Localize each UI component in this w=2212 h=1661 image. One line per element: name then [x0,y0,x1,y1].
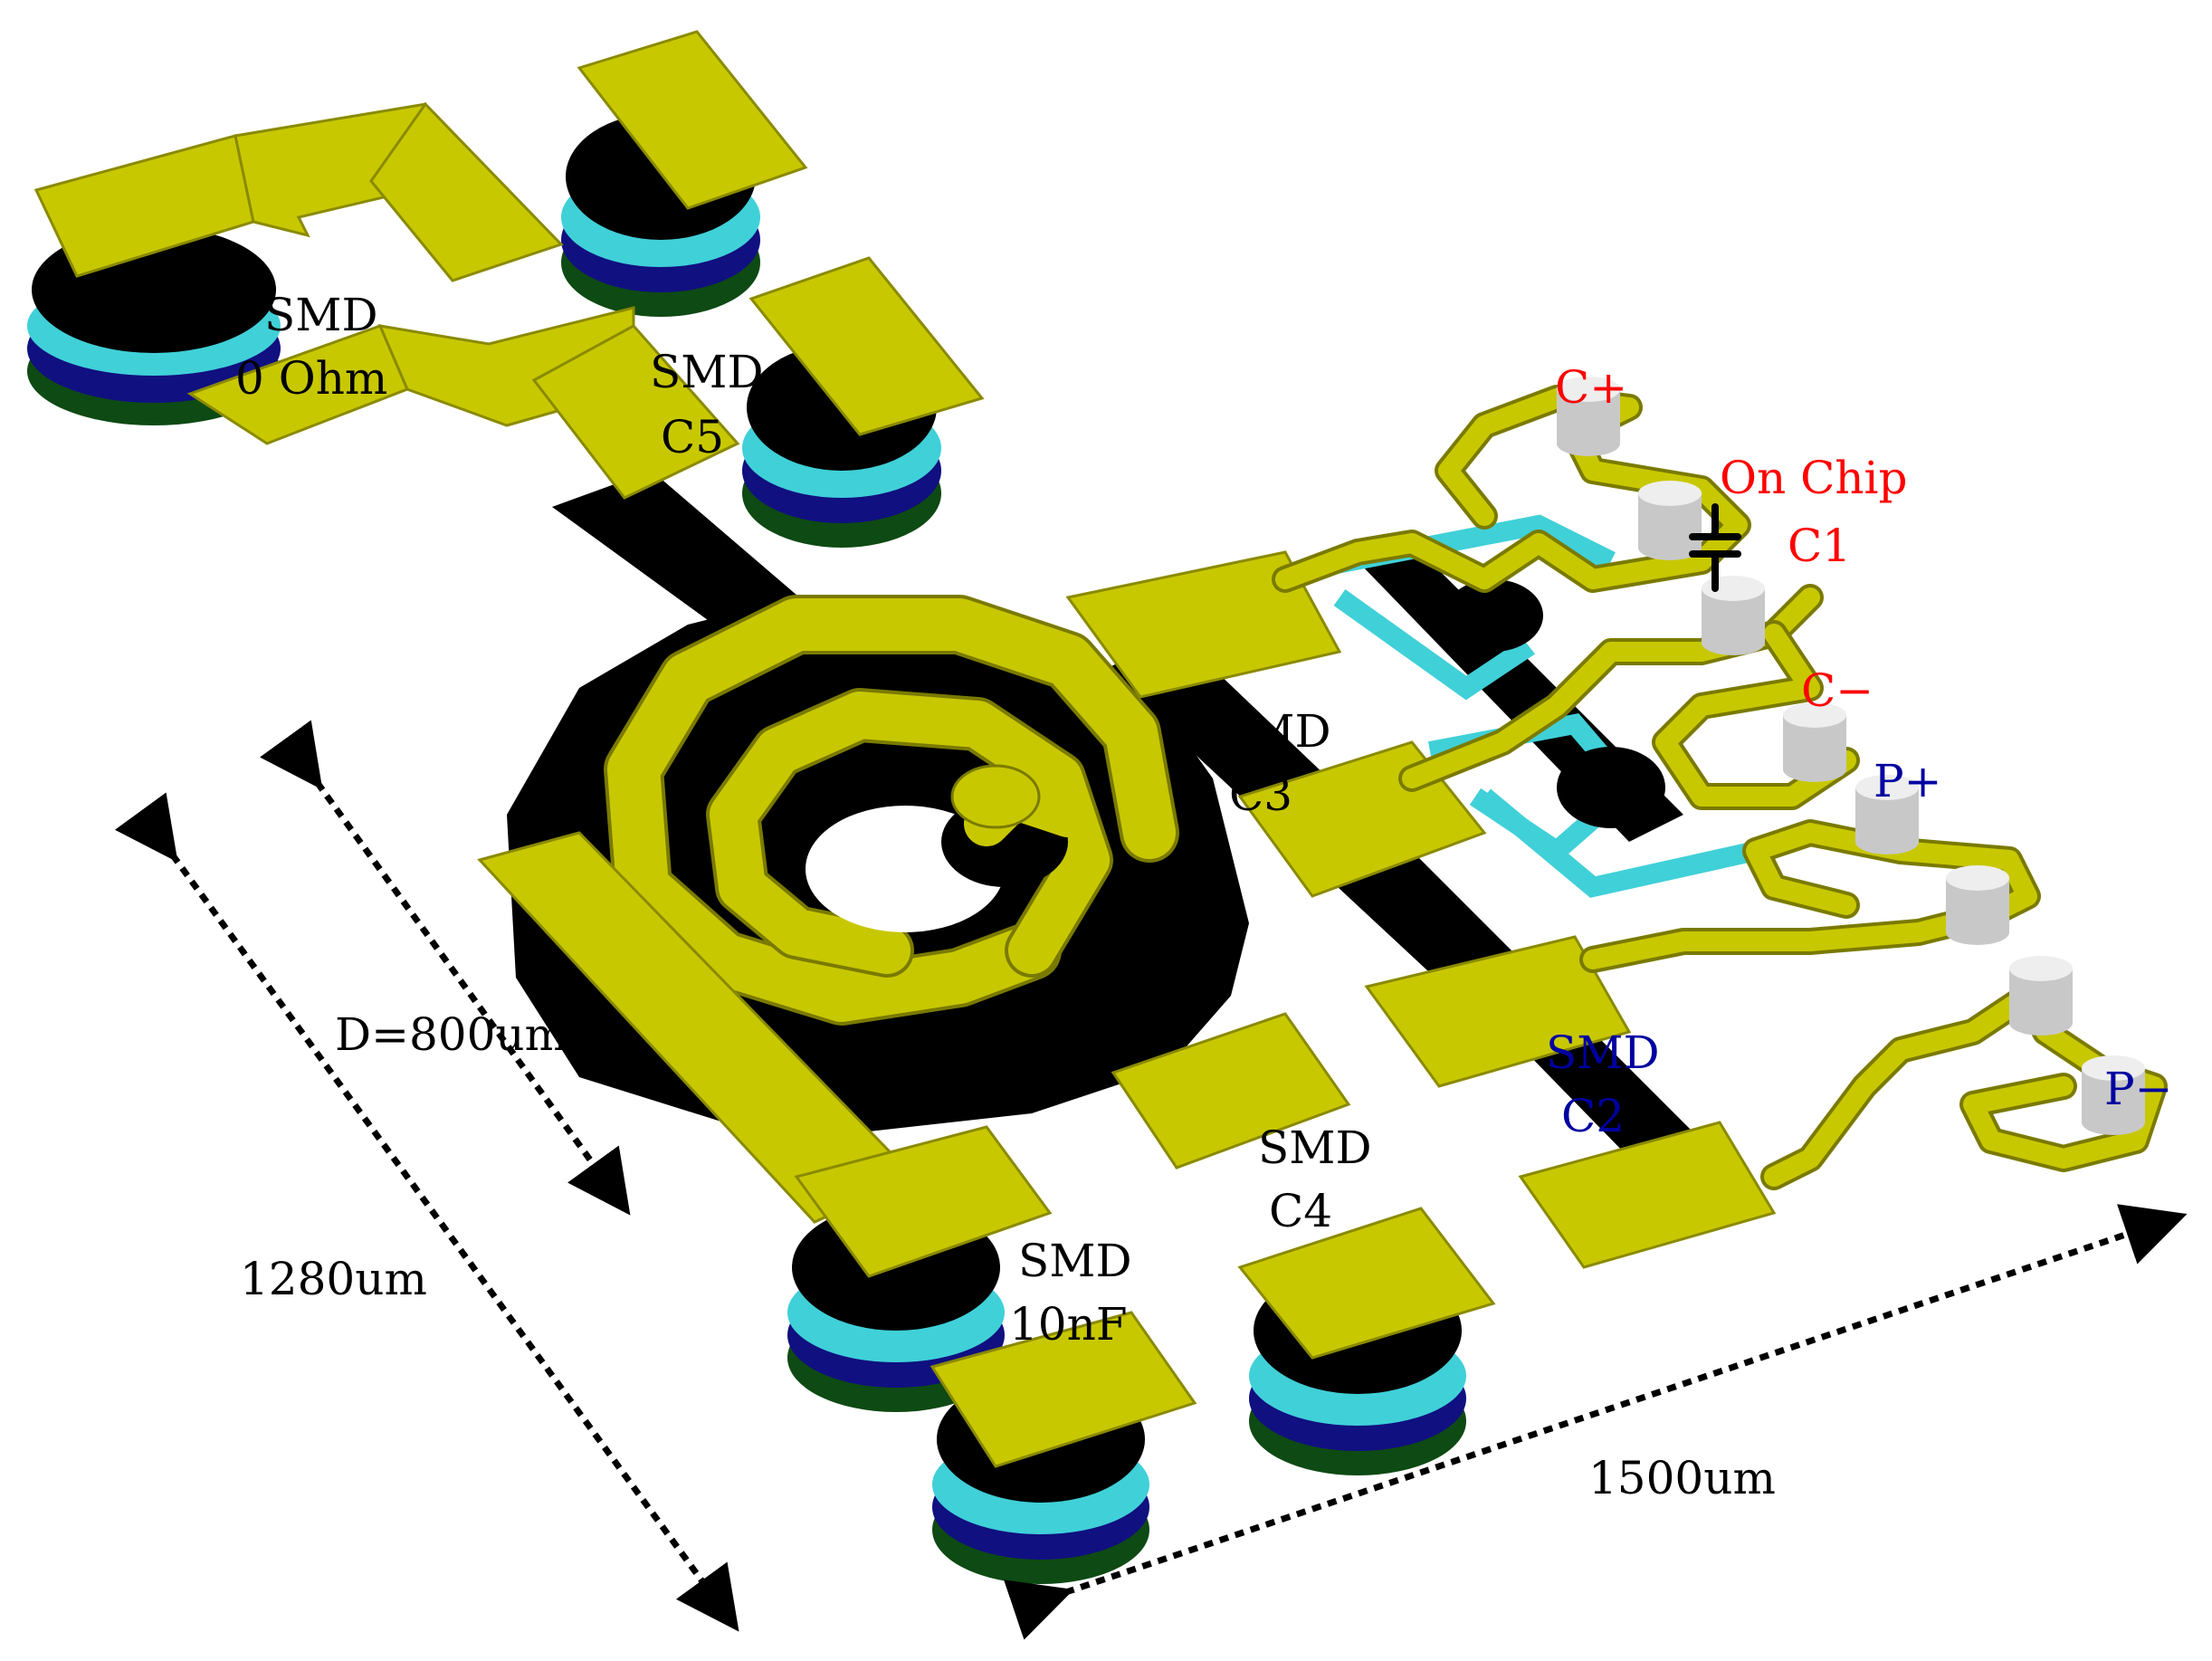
via-2 [1638,481,1702,560]
label-p-minus: P− [2104,1063,2173,1115]
via-7 [2009,956,2073,1036]
label-dim-width: 1500um [1588,1452,1776,1504]
label-on-chip-c1-l1: On Chip [1720,452,1908,504]
spiral-inductor [604,595,1179,1026]
via-6 [1946,865,2009,945]
via-c-minus [1783,702,1846,782]
vias [1557,377,2145,1135]
label-on-chip-c1-l2: C1 [1788,520,1851,572]
label-smd-0ohm-l1: SMD [264,289,378,341]
label-smd-10nf-l1: SMD [1018,1235,1132,1287]
signal-traces [1272,385,2168,1190]
label-p-plus: P+ [1874,755,1942,807]
label-smd-c2-l1: SMD [1546,1026,1660,1079]
labels: SMD 0 Ohm SMD C5 SMD C3 SMD C4 SMD 10nF … [235,289,2173,1504]
label-smd-c4-l2: C4 [1269,1185,1332,1237]
capacitor-symbol-icon [1689,503,1741,592]
via-p-plus [1855,775,1919,854]
dimension-arrows [114,720,2188,1640]
label-smd-c5-l2: C5 [661,411,724,463]
label-dim-height: 1280um [240,1253,427,1305]
dim-arrow-height [114,792,739,1632]
label-smd-c4-l1: SMD [1258,1122,1372,1174]
label-smd-c3-l1: SMD [1217,705,1331,758]
label-smd-c3-l2: C3 [1229,768,1292,821]
dim-arrow-width [1004,1204,2188,1640]
label-c-minus: C− [1801,664,1874,717]
label-smd-0ohm-l2: 0 Ohm [235,352,387,405]
via-c-plus [1557,377,1620,456]
label-smd-c2-l2: C2 [1561,1090,1625,1142]
label-smd-c5-l1: SMD [650,346,764,398]
via-p-minus [2082,1055,2145,1135]
label-dim-diameter: D=800um [335,1008,567,1061]
label-smd-10nf-l2: 10nF [1009,1298,1128,1351]
via-3 [1702,576,1765,655]
label-c-plus: C+ [1555,361,1627,414]
